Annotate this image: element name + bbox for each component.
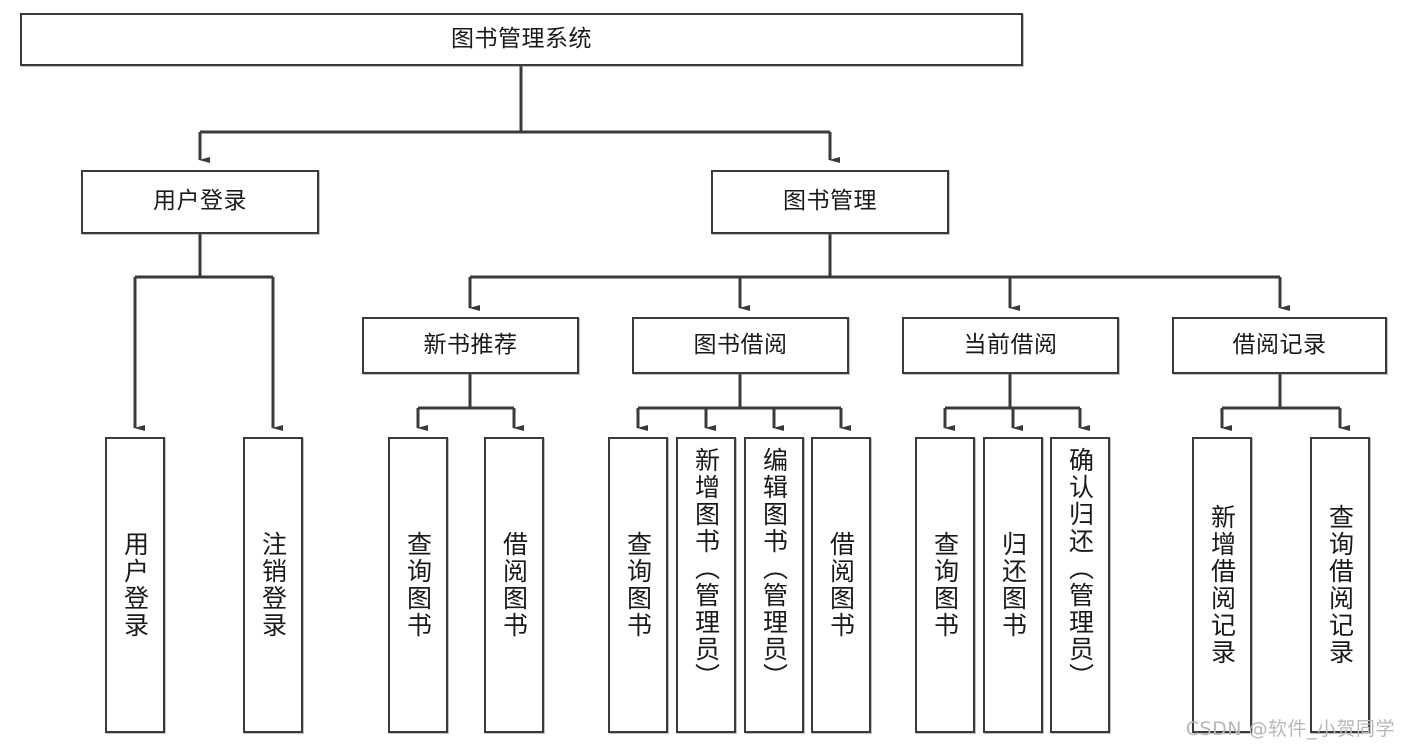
- node-level3-book-borrow[interactable]: 图书借阅: [632, 317, 849, 374]
- leaf-node-label: 借阅图书: [826, 531, 856, 639]
- leaf-node-label: 确认归还（管理员）: [1065, 447, 1095, 690]
- leaf-node[interactable]: 归还图书: [983, 437, 1043, 733]
- leaf-node[interactable]: 新增借阅记录: [1192, 437, 1252, 733]
- leaf-node[interactable]: 编辑图书（管理员）: [744, 437, 804, 733]
- leaf-node-label: 用户登录: [120, 531, 150, 639]
- node-root-label: 图书管理系统: [451, 25, 592, 52]
- leaf-node-label: 查询图书: [403, 531, 433, 639]
- node-level3-new-book-recommend-label: 新书推荐: [423, 331, 518, 358]
- leaf-node-label: 注销登录: [258, 531, 288, 639]
- leaf-node-label: 新增图书（管理员）: [691, 447, 721, 690]
- leaf-node[interactable]: 借阅图书: [484, 437, 544, 733]
- leaf-node[interactable]: 查询图书: [388, 437, 448, 733]
- node-level2-book-management[interactable]: 图书管理: [711, 170, 949, 234]
- node-level3-current-borrow[interactable]: 当前借阅: [902, 317, 1119, 374]
- leaf-node[interactable]: 确认归还（管理员）: [1050, 437, 1110, 733]
- node-level3-borrow-record[interactable]: 借阅记录: [1172, 317, 1387, 374]
- node-level2-book-management-label: 图书管理: [783, 188, 877, 215]
- node-root[interactable]: 图书管理系统: [20, 13, 1023, 66]
- leaf-node-label: 查询借阅记录: [1325, 504, 1355, 666]
- leaf-node[interactable]: 用户登录: [105, 437, 165, 733]
- node-level3-current-borrow-label: 当前借阅: [963, 331, 1058, 358]
- node-level3-book-borrow-label: 图书借阅: [693, 331, 788, 358]
- leaf-node[interactable]: 新增图书（管理员）: [676, 437, 736, 733]
- leaf-node[interactable]: 查询图书: [608, 437, 668, 733]
- leaf-node[interactable]: 查询图书: [915, 437, 975, 733]
- leaf-node-label: 归还图书: [998, 531, 1028, 639]
- leaf-node-label: 新增借阅记录: [1207, 504, 1237, 666]
- leaf-node[interactable]: 注销登录: [243, 437, 303, 733]
- node-level3-new-book-recommend[interactable]: 新书推荐: [362, 317, 579, 374]
- leaf-node[interactable]: 借阅图书: [811, 437, 871, 733]
- leaf-node-label: 查询图书: [623, 531, 653, 639]
- watermark: CSDN @软件_小贺同学: [1185, 718, 1395, 740]
- leaf-node-label: 借阅图书: [499, 531, 529, 639]
- leaf-node-label: 编辑图书（管理员）: [759, 447, 789, 690]
- leaf-node-label: 查询图书: [930, 531, 960, 639]
- node-level3-borrow-record-label: 借阅记录: [1232, 331, 1327, 358]
- node-level2-user-login[interactable]: 用户登录: [81, 170, 319, 234]
- leaf-node[interactable]: 查询借阅记录: [1310, 437, 1370, 733]
- node-level2-user-login-label: 用户登录: [153, 188, 247, 215]
